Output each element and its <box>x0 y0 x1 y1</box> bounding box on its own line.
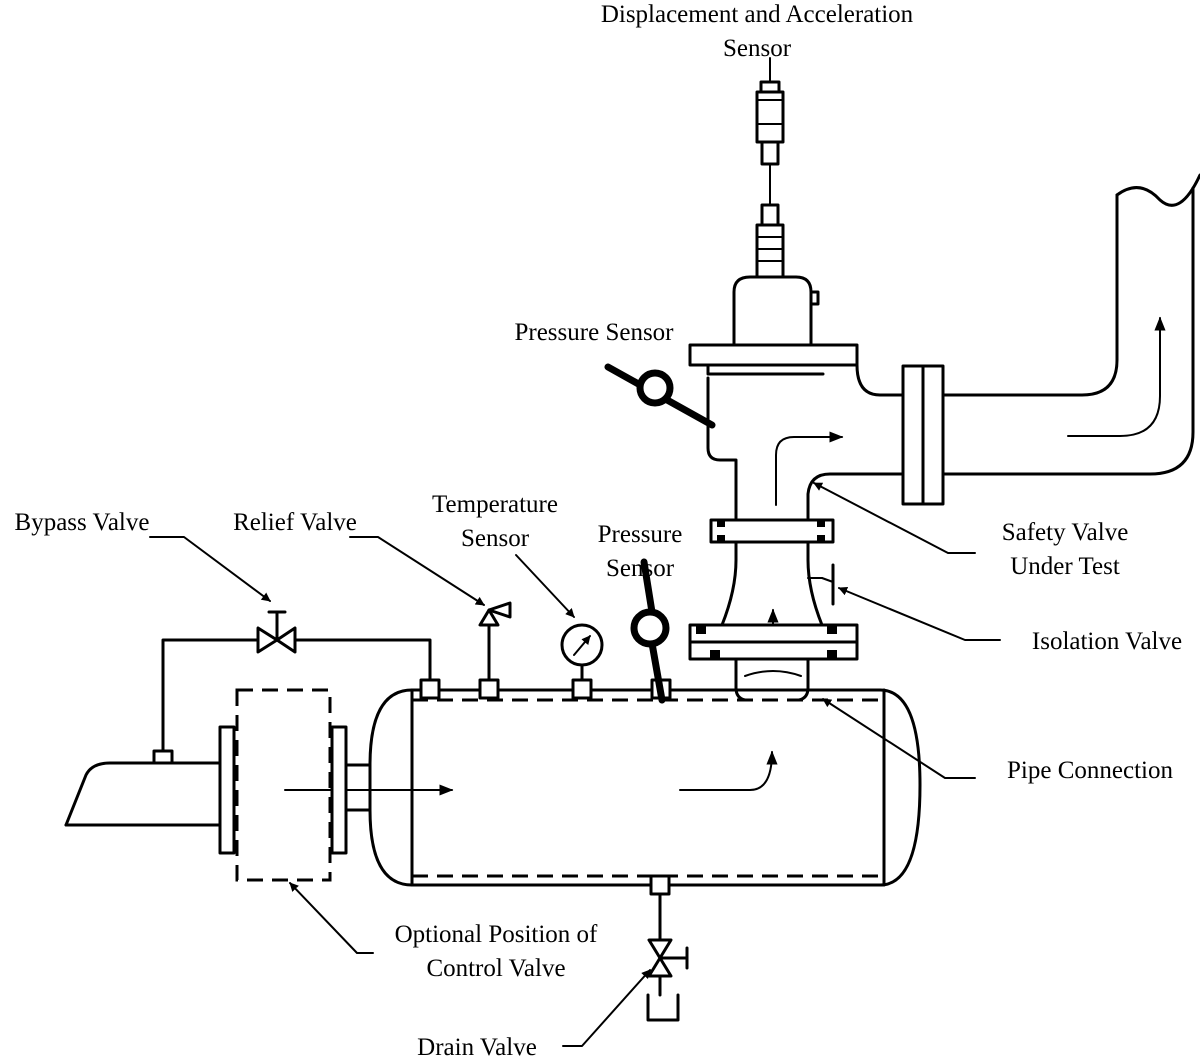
label-pressure-sensor-bottom-line1: Pressure <box>598 521 683 548</box>
label-safety-valve-line1: Safety Valve <box>1002 519 1129 546</box>
inlet-pipe <box>64 725 348 855</box>
label-drain-valve: Drain Valve <box>417 1034 537 1057</box>
leader-temperature-sensor <box>515 554 575 618</box>
label-safety-valve-line2: Under Test <box>1010 553 1120 580</box>
label-temperature-sensor-line2: Sensor <box>461 525 530 552</box>
drain-valve <box>646 874 689 1022</box>
leader-pipe-connection <box>822 698 976 779</box>
label-pipe-connection: Pipe Connection <box>1007 757 1173 784</box>
label-bypass-valve: Bypass Valve <box>15 509 150 536</box>
control-valve-optional-position <box>235 688 332 882</box>
label-control-valve-line1: Optional Position of <box>395 921 598 948</box>
leader-isolation-valve <box>838 586 1001 641</box>
safety-valve-under-test <box>688 173 1200 544</box>
leader-bypass-valve <box>149 536 271 602</box>
label-temperature-sensor-line1: Temperature <box>432 491 558 518</box>
label-relief-valve: Relief Valve <box>233 509 357 536</box>
leader-control-valve <box>289 882 374 954</box>
leader-safety-valve <box>813 482 976 554</box>
displacement-acceleration-sensor <box>755 57 785 279</box>
pressure-sensor-bottom <box>630 558 672 704</box>
pressure-vessel <box>284 688 922 887</box>
label-displacement-sensor-line2: Sensor <box>723 35 792 62</box>
label-displacement-sensor-line1: Displacement and Acceleration <box>601 1 914 28</box>
bypass-line <box>152 638 441 765</box>
pipe-connection-flange <box>688 623 859 702</box>
leader-relief-valve <box>349 536 485 606</box>
label-pressure-sensor-bottom-line2: Sensor <box>606 555 675 582</box>
relief-valve <box>478 601 512 700</box>
leader-drain-valve <box>562 969 651 1047</box>
pressure-sensor-top <box>604 363 716 429</box>
label-pressure-sensor-top: Pressure Sensor <box>514 319 674 346</box>
label-isolation-valve: Isolation Valve <box>1032 628 1182 655</box>
temperature-sensor <box>560 623 604 700</box>
bypass-valve <box>256 610 297 654</box>
leader-lines <box>149 482 1001 1047</box>
label-control-valve-line2: Control Valve <box>426 955 565 982</box>
